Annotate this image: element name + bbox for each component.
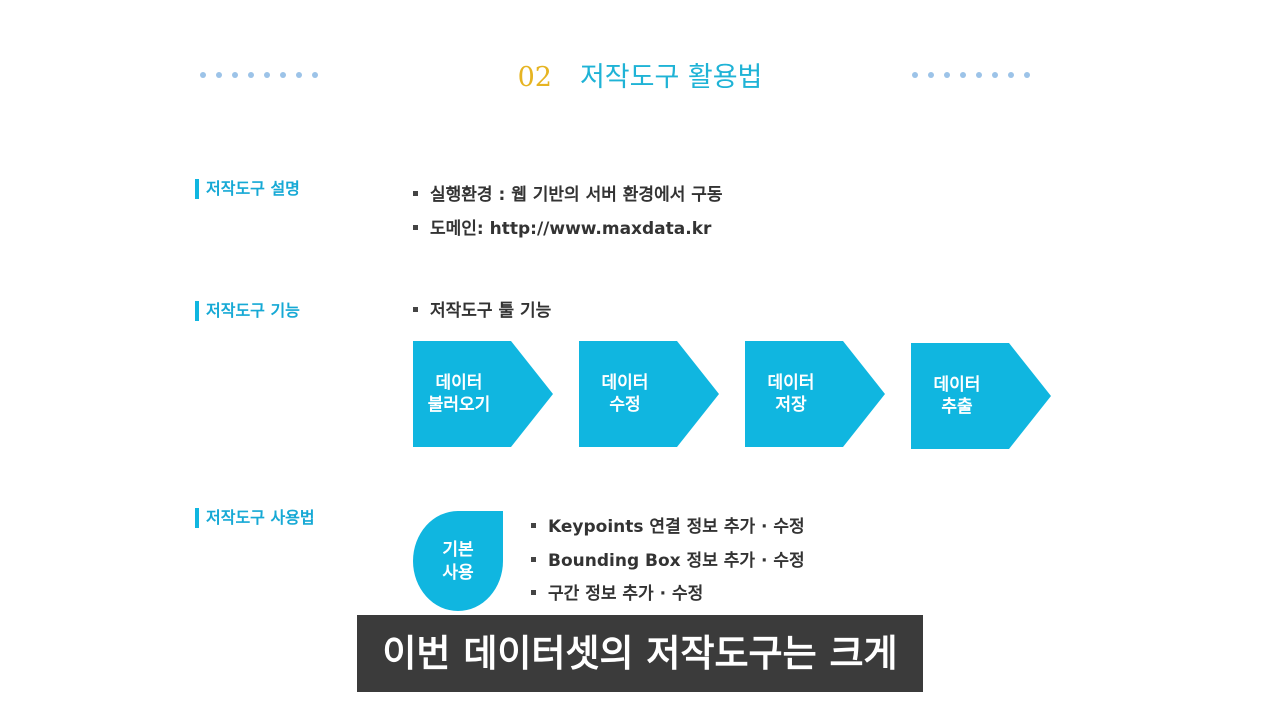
bullet-domain: 도메인: http://www.maxdata.kr <box>413 218 711 240</box>
bullet-square-icon <box>531 522 536 528</box>
section-label-description: 저작도구 설명 <box>195 179 300 199</box>
bullet-square-icon <box>413 306 418 312</box>
bullet-square-icon <box>413 224 418 230</box>
slide-title: 02 저작도구 활용법 <box>0 55 1280 94</box>
bullet-bounding-box: Bounding Box 정보 추가 · 수정 <box>531 550 805 572</box>
bullet-square-icon <box>531 556 536 562</box>
decorative-dots-left <box>200 72 318 78</box>
bullet-tool-functions: 저작도구 툴 기능 <box>413 300 551 322</box>
bullet-square-icon <box>531 589 536 595</box>
video-subtitle: 이번 데이터셋의 저작도구는 크게 <box>357 615 923 692</box>
decorative-dots-right <box>912 72 1030 78</box>
bullet-keypoints: Keypoints 연결 정보 추가 · 수정 <box>531 516 805 538</box>
bullet-runtime: 실행환경 : 웹 기반의 서버 환경에서 구동 <box>413 184 723 206</box>
slide-heading: 저작도구 활용법 <box>579 62 763 93</box>
section-label-usage: 저작도구 사용법 <box>195 508 315 528</box>
bullet-interval: 구간 정보 추가 · 수정 <box>531 583 703 605</box>
slide-number: 02 <box>517 62 552 93</box>
section-label-functions: 저작도구 기능 <box>195 301 300 321</box>
bullet-square-icon <box>413 190 418 196</box>
